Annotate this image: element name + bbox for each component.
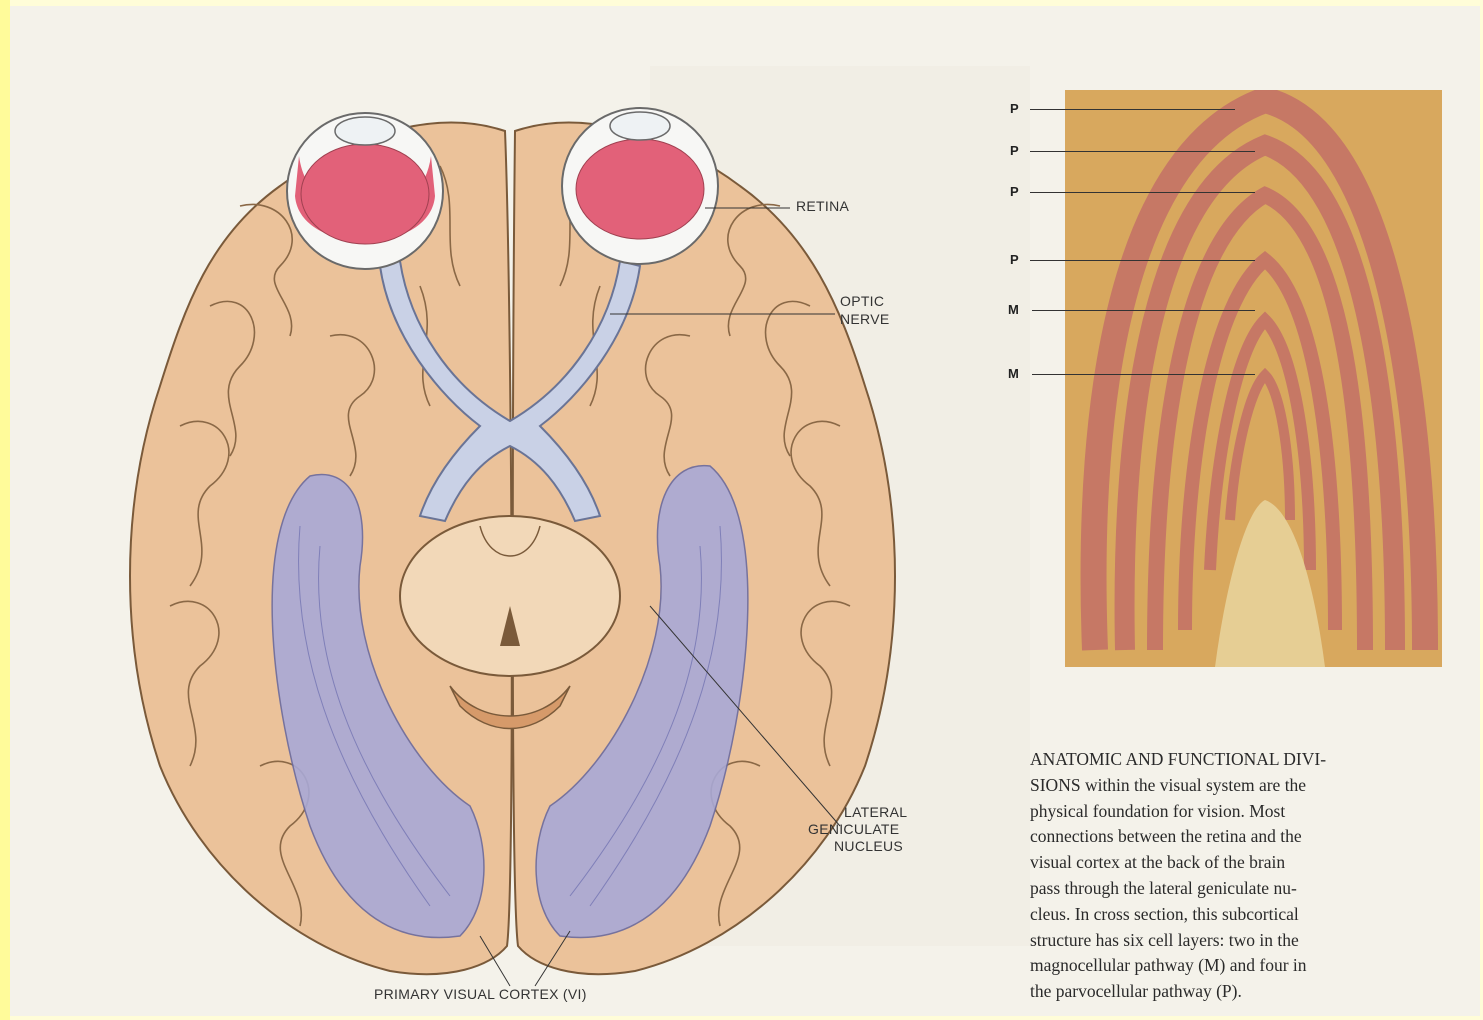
layer-line-m1 bbox=[1032, 310, 1255, 311]
primary-visual-cortex-label: PRIMARY VISUAL CORTEX (VI) bbox=[374, 986, 587, 1003]
caption-line: structure has six cell layers: two in th… bbox=[1030, 928, 1450, 954]
optic-nerve-label-line1: OPTIC bbox=[840, 293, 884, 310]
optic-nerve-label-line2: NERVE bbox=[840, 311, 889, 328]
page-edge bbox=[0, 0, 10, 1020]
caption-line: SIONS within the visual system are the bbox=[1030, 773, 1450, 799]
figure-page: RETINA OPTIC NERVE LATERAL GENICULATE NU… bbox=[10, 6, 1480, 1016]
layer-line-p4 bbox=[1030, 260, 1255, 261]
layer-line-p1 bbox=[1030, 109, 1235, 110]
caption-line: physical foundation for vision. Most bbox=[1030, 799, 1450, 825]
lgn-micrograph bbox=[1065, 90, 1442, 667]
caption-line: the parvocellular pathway (P). bbox=[1030, 979, 1450, 1005]
retina-label: RETINA bbox=[796, 198, 849, 215]
layer-label-p1: P bbox=[1010, 101, 1019, 116]
layer-line-p3 bbox=[1030, 192, 1255, 193]
layer-label-p2: P bbox=[1010, 143, 1019, 158]
caption-line: ANATOMIC AND FUNCTIONAL DIVI- bbox=[1030, 747, 1450, 773]
layer-label-m1: M bbox=[1008, 302, 1019, 317]
lgn-label-line2: GENICULATE bbox=[808, 821, 899, 838]
lgn-label-line1: LATERAL bbox=[844, 804, 907, 821]
micrograph-image bbox=[1065, 90, 1442, 667]
layer-label-p3: P bbox=[1010, 184, 1019, 199]
layer-label-m2: M bbox=[1008, 366, 1019, 381]
caption-line: visual cortex at the back of the brain bbox=[1030, 850, 1450, 876]
caption-line: pass through the lateral geniculate nu- bbox=[1030, 876, 1450, 902]
caption-line: cleus. In cross section, this subcortica… bbox=[1030, 902, 1450, 928]
layer-label-p4: P bbox=[1010, 252, 1019, 267]
layer-line-m2 bbox=[1032, 374, 1255, 375]
caption-line: connections between the retina and the bbox=[1030, 824, 1450, 850]
figure-caption: ANATOMIC AND FUNCTIONAL DIVI- SIONS with… bbox=[1030, 747, 1450, 1005]
right-eye bbox=[562, 108, 718, 264]
layer-line-p2 bbox=[1030, 151, 1255, 152]
caption-line: magnocellular pathway (M) and four in bbox=[1030, 953, 1450, 979]
left-eye bbox=[287, 113, 443, 269]
lgn-label-line3: NUCLEUS bbox=[834, 838, 903, 855]
